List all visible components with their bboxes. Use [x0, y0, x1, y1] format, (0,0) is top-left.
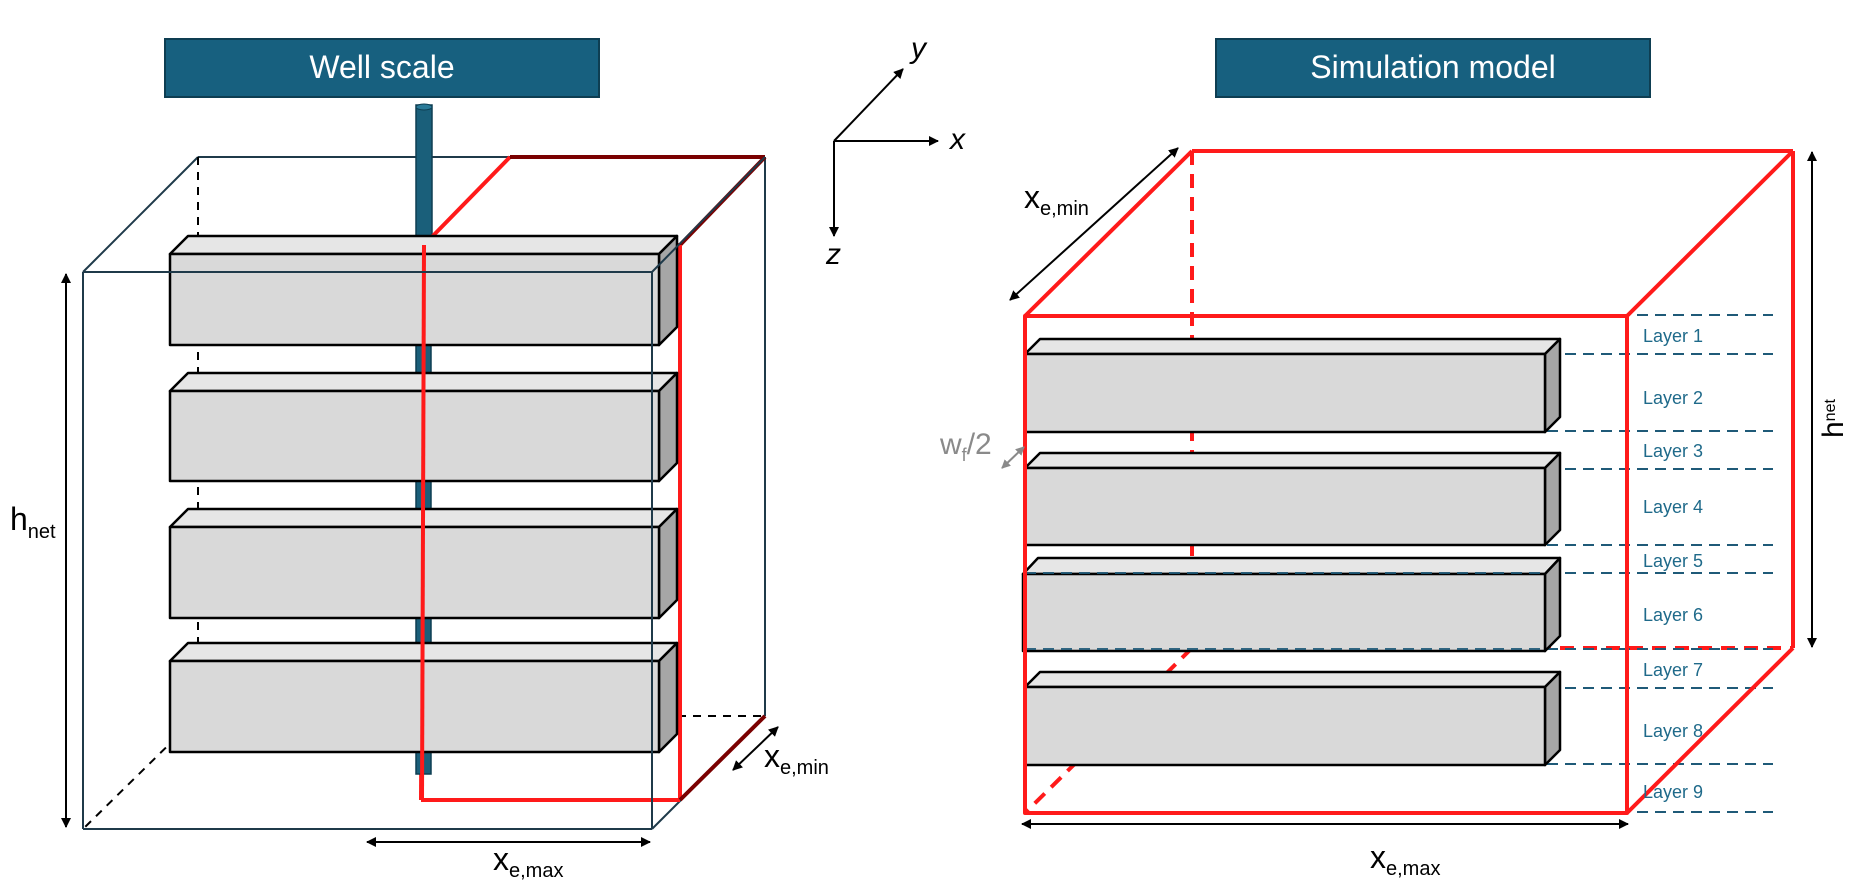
axis-y-arrow — [833, 68, 904, 142]
axis-x-label: x — [948, 123, 966, 156]
layer-label-5: Layer 5 — [1643, 551, 1703, 571]
left-panel: Well scale — [10, 38, 829, 880]
right-fracture-1 — [1023, 337, 1562, 434]
right-title: Simulation model — [1310, 49, 1555, 85]
right-layer-lines-front — [1025, 572, 1545, 650]
layer-label-3: Layer 3 — [1643, 441, 1703, 461]
right-xemin-arrow — [1009, 147, 1179, 301]
left-xemin-arrow — [732, 726, 779, 771]
left-title: Well scale — [309, 49, 454, 85]
right-title-banner — [1215, 38, 1651, 98]
left-fracture-2 — [168, 371, 679, 483]
layer-label-2: Layer 2 — [1643, 388, 1703, 408]
right-fractures — [1021, 337, 1562, 767]
left-xemax-label: xe,max — [493, 841, 563, 880]
layer-label-7: Layer 7 — [1643, 660, 1703, 680]
layer-label-6: Layer 6 — [1643, 605, 1703, 625]
left-xemin-label: xe,min — [764, 738, 829, 779]
well-bore-cap — [415, 103, 433, 111]
right-fracture-2 — [1023, 451, 1562, 547]
axis-z-label: z — [825, 238, 841, 271]
right-xemin-label: xe,min — [1024, 179, 1089, 220]
layer-label-1: Layer 1 — [1643, 326, 1703, 346]
right-box-front — [1023, 149, 1795, 815]
left-fractures — [168, 234, 679, 754]
axes-triad: x y z — [825, 32, 966, 271]
left-fracture-4 — [168, 641, 679, 754]
left-title-banner — [164, 38, 600, 98]
right-wf-arrow — [1001, 446, 1025, 469]
right-panel: Simulation model — [939, 38, 1850, 880]
axis-y-label: y — [909, 32, 928, 65]
left-box-front — [82, 156, 766, 830]
layer-label-8: Layer 8 — [1643, 721, 1703, 741]
right-hnet-label: hnet — [1817, 399, 1850, 438]
left-red-plane-front — [420, 244, 426, 801]
right-fracture-3 — [1021, 556, 1562, 653]
layer-label-9: Layer 9 — [1643, 782, 1703, 802]
layer-label-4: Layer 4 — [1643, 497, 1703, 517]
right-xemax-label: xe,max — [1370, 839, 1440, 880]
right-wf-label: wf/2 — [939, 428, 992, 465]
right-fracture-4 — [1023, 670, 1562, 767]
right-layer-labels: Layer 1 Layer 2 Layer 3 Layer 4 Layer 5 … — [1643, 326, 1703, 802]
left-hnet-label: hnet — [10, 501, 56, 543]
well-bore-top — [415, 104, 433, 246]
